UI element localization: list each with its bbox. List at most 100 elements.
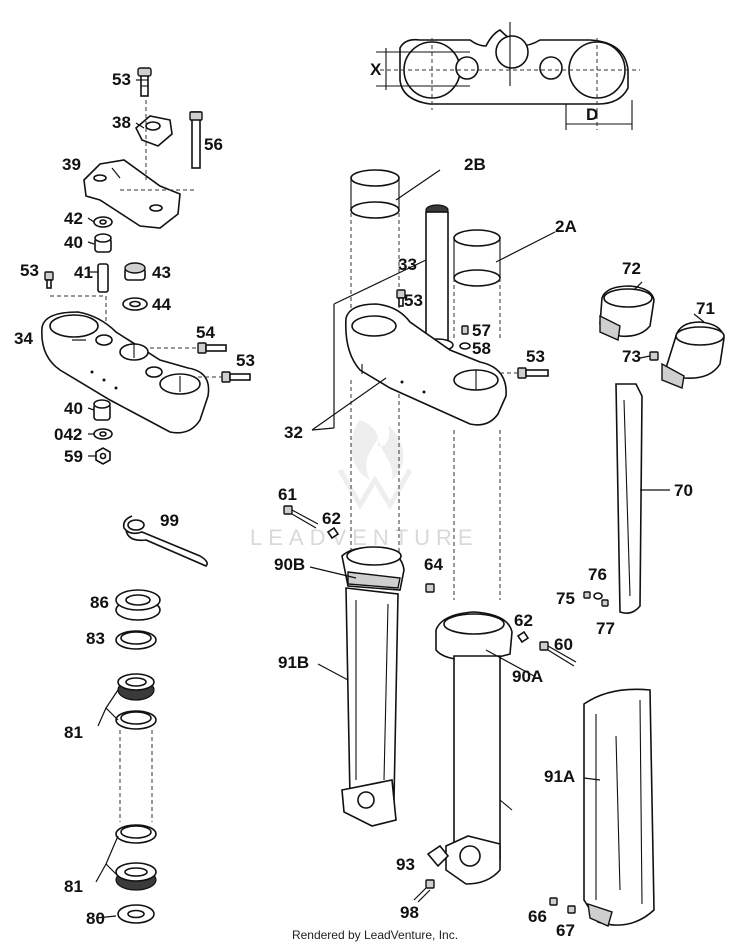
pin-41 xyxy=(97,263,109,293)
guard-clamp-71 xyxy=(661,321,725,389)
leader-lines xyxy=(72,79,705,919)
triple-clamp-dimension-view: X D xyxy=(370,22,640,130)
bolt-53-center xyxy=(396,289,406,307)
callout-54: 54 xyxy=(196,323,215,342)
callout-90A: 90A xyxy=(512,667,543,686)
callout-33: 33 xyxy=(398,255,417,274)
callout-86: 86 xyxy=(90,593,109,612)
callout-90B: 90B xyxy=(274,555,305,574)
washer-67 xyxy=(567,905,576,914)
guard-clamp-72 xyxy=(599,285,655,342)
bolt-66 xyxy=(549,897,558,906)
callout-57: 57 xyxy=(472,321,491,340)
footer-credit: Rendered by LeadVenture, Inc. xyxy=(291,928,459,942)
callout-39: 39 xyxy=(62,155,81,174)
upper-triple-clamp-34 xyxy=(41,311,210,434)
callout-76: 76 xyxy=(588,565,607,584)
upper-clamp-38 xyxy=(135,115,173,147)
callout-75: 75 xyxy=(556,589,575,608)
callout-64: 64 xyxy=(424,555,443,574)
callout-62: 62 xyxy=(514,611,533,630)
lower-clamp-39 xyxy=(83,100,196,229)
callout-93: 93 xyxy=(396,855,415,874)
bolt-53-small-left xyxy=(44,271,54,289)
steering-stem-33 xyxy=(420,204,454,352)
callout-70: 70 xyxy=(674,481,693,500)
fork-guard-91A xyxy=(583,688,655,927)
callout-67: 67 xyxy=(556,921,575,940)
bearing-81-bottom xyxy=(115,862,157,891)
callout-73: 73 xyxy=(622,347,641,366)
washer-76 xyxy=(593,592,603,600)
callout-2A: 2A xyxy=(555,217,577,236)
bleed-93 xyxy=(426,844,450,868)
dimension-x-label: X xyxy=(370,60,382,79)
callout-53: 53 xyxy=(404,291,423,310)
race-81-bottom xyxy=(115,824,157,844)
ring-83 xyxy=(115,630,157,650)
lower-leg-91B xyxy=(341,546,405,827)
callout-62: 62 xyxy=(322,509,341,528)
callout-91A: 91A xyxy=(544,767,575,786)
bolt-53-right xyxy=(198,371,251,383)
callout-91B: 91B xyxy=(278,653,309,672)
callout-38: 38 xyxy=(112,113,131,132)
fork-guard-70 xyxy=(615,383,643,614)
dimension-d-label: D xyxy=(586,105,598,124)
nut-77 xyxy=(601,599,609,607)
rubber-40-top xyxy=(94,233,112,253)
bolt-57 xyxy=(461,325,469,335)
washer-042 xyxy=(93,428,113,440)
callout-59: 59 xyxy=(64,447,83,466)
washer-58 xyxy=(459,342,471,350)
callout-42: 42 xyxy=(64,209,83,228)
callout-44: 44 xyxy=(152,295,171,314)
fork-tube-2B xyxy=(350,169,400,560)
bolt-61 xyxy=(283,505,319,529)
callout-77: 77 xyxy=(596,619,615,638)
callout-61: 61 xyxy=(278,485,297,504)
lower-triple-clamp-32 xyxy=(344,303,507,426)
callout-58: 58 xyxy=(472,339,491,358)
callout-98: 98 xyxy=(400,903,419,922)
callout-60: 60 xyxy=(554,635,573,654)
bolt-73 xyxy=(649,351,659,361)
callout-81: 81 xyxy=(64,877,83,896)
callout-66: 66 xyxy=(528,907,547,926)
watermark-text: LEADVENTURE xyxy=(250,525,479,550)
callout-41: 41 xyxy=(74,263,93,282)
washer-44 xyxy=(122,297,148,311)
callout-43: 43 xyxy=(152,263,171,282)
callout-53: 53 xyxy=(20,261,39,280)
nut-64 xyxy=(425,583,435,593)
callout-32: 32 xyxy=(284,423,303,442)
bolt-60 xyxy=(539,641,577,667)
seal-80 xyxy=(117,904,155,924)
watermark-logo xyxy=(337,420,413,510)
callout-labels: 53 38 56 39 42 40 53 41 43 44 34 54 53 4… xyxy=(14,70,715,940)
nut-62-lower xyxy=(516,630,530,644)
callout-40: 40 xyxy=(64,233,83,252)
plug-43 xyxy=(124,262,146,281)
callout-81: 81 xyxy=(64,723,83,742)
callout-83: 83 xyxy=(86,629,105,648)
callout-042: 042 xyxy=(54,425,82,444)
bolt-98 xyxy=(413,879,435,903)
race-81-top xyxy=(115,710,157,730)
callout-53: 53 xyxy=(526,347,545,366)
bolt-53-clamp-right xyxy=(500,367,549,379)
bolt-56 xyxy=(189,111,203,169)
bolt-53-top xyxy=(137,67,152,97)
bolt-75 xyxy=(583,591,591,599)
nut-59 xyxy=(95,447,111,465)
nut-62-upper xyxy=(326,526,340,540)
callout-53: 53 xyxy=(112,70,131,89)
bearing-81-top xyxy=(117,673,155,701)
callout-72: 72 xyxy=(622,259,641,278)
callout-80: 80 xyxy=(86,909,105,928)
rubber-40-bottom xyxy=(93,399,111,421)
wrench-99 xyxy=(122,515,208,567)
washer-42 xyxy=(93,216,113,228)
bolt-54 xyxy=(150,342,227,354)
